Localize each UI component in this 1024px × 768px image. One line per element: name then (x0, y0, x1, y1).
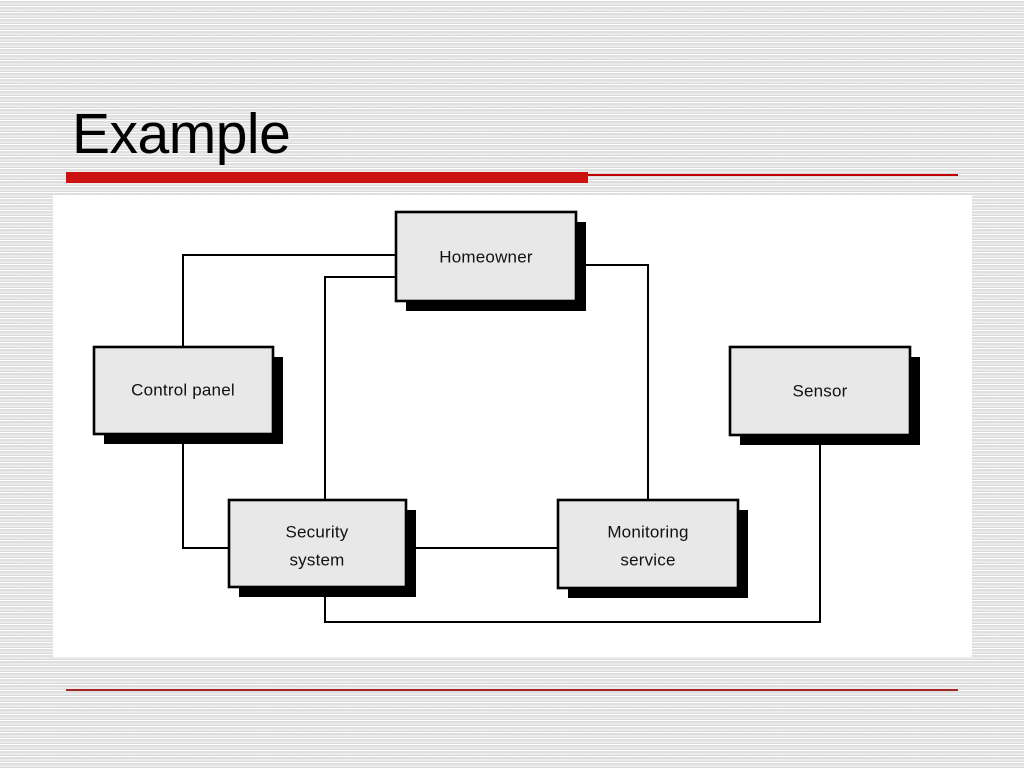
node-homeowner[interactable]: Homeowner (394, 210, 586, 311)
edge-control-security (181, 434, 229, 550)
node-control-panel-box (92, 345, 275, 436)
node-security-system[interactable]: Security system (227, 498, 416, 597)
node-homeowner-label: Homeowner (439, 247, 533, 266)
node-security-system-label-line2: system (289, 550, 344, 569)
edge-homeowner-control (181, 253, 396, 347)
connector-lines (181, 253, 822, 624)
system-block-diagram: Homeowner Control panel Sensor Security … (92, 210, 920, 624)
node-monitoring-service[interactable]: Monitoring service (556, 498, 748, 598)
edge-homeowner-security (323, 275, 396, 500)
node-control-panel-label: Control panel (131, 380, 235, 399)
page-title: Example (72, 102, 291, 166)
edge-homeowner-monitoring (576, 263, 650, 500)
diagram-panel: Homeowner Control panel Sensor Security … (53, 195, 972, 657)
footer-rule (66, 689, 958, 691)
node-security-system-label-line1: Security (285, 522, 348, 541)
node-control-panel[interactable]: Control panel (92, 345, 283, 444)
node-sensor-box (728, 345, 912, 437)
node-homeowner-box (394, 210, 578, 303)
node-monitoring-service-box (556, 498, 740, 590)
node-sensor[interactable]: Sensor (728, 345, 920, 445)
node-monitoring-service-label-line2: service (620, 550, 675, 569)
node-security-system-box (227, 498, 408, 589)
title-rule-thick (66, 172, 588, 183)
edge-security-sensor (323, 435, 822, 624)
node-sensor-label: Sensor (792, 381, 847, 400)
node-monitoring-service-label-line1: Monitoring (607, 522, 688, 541)
